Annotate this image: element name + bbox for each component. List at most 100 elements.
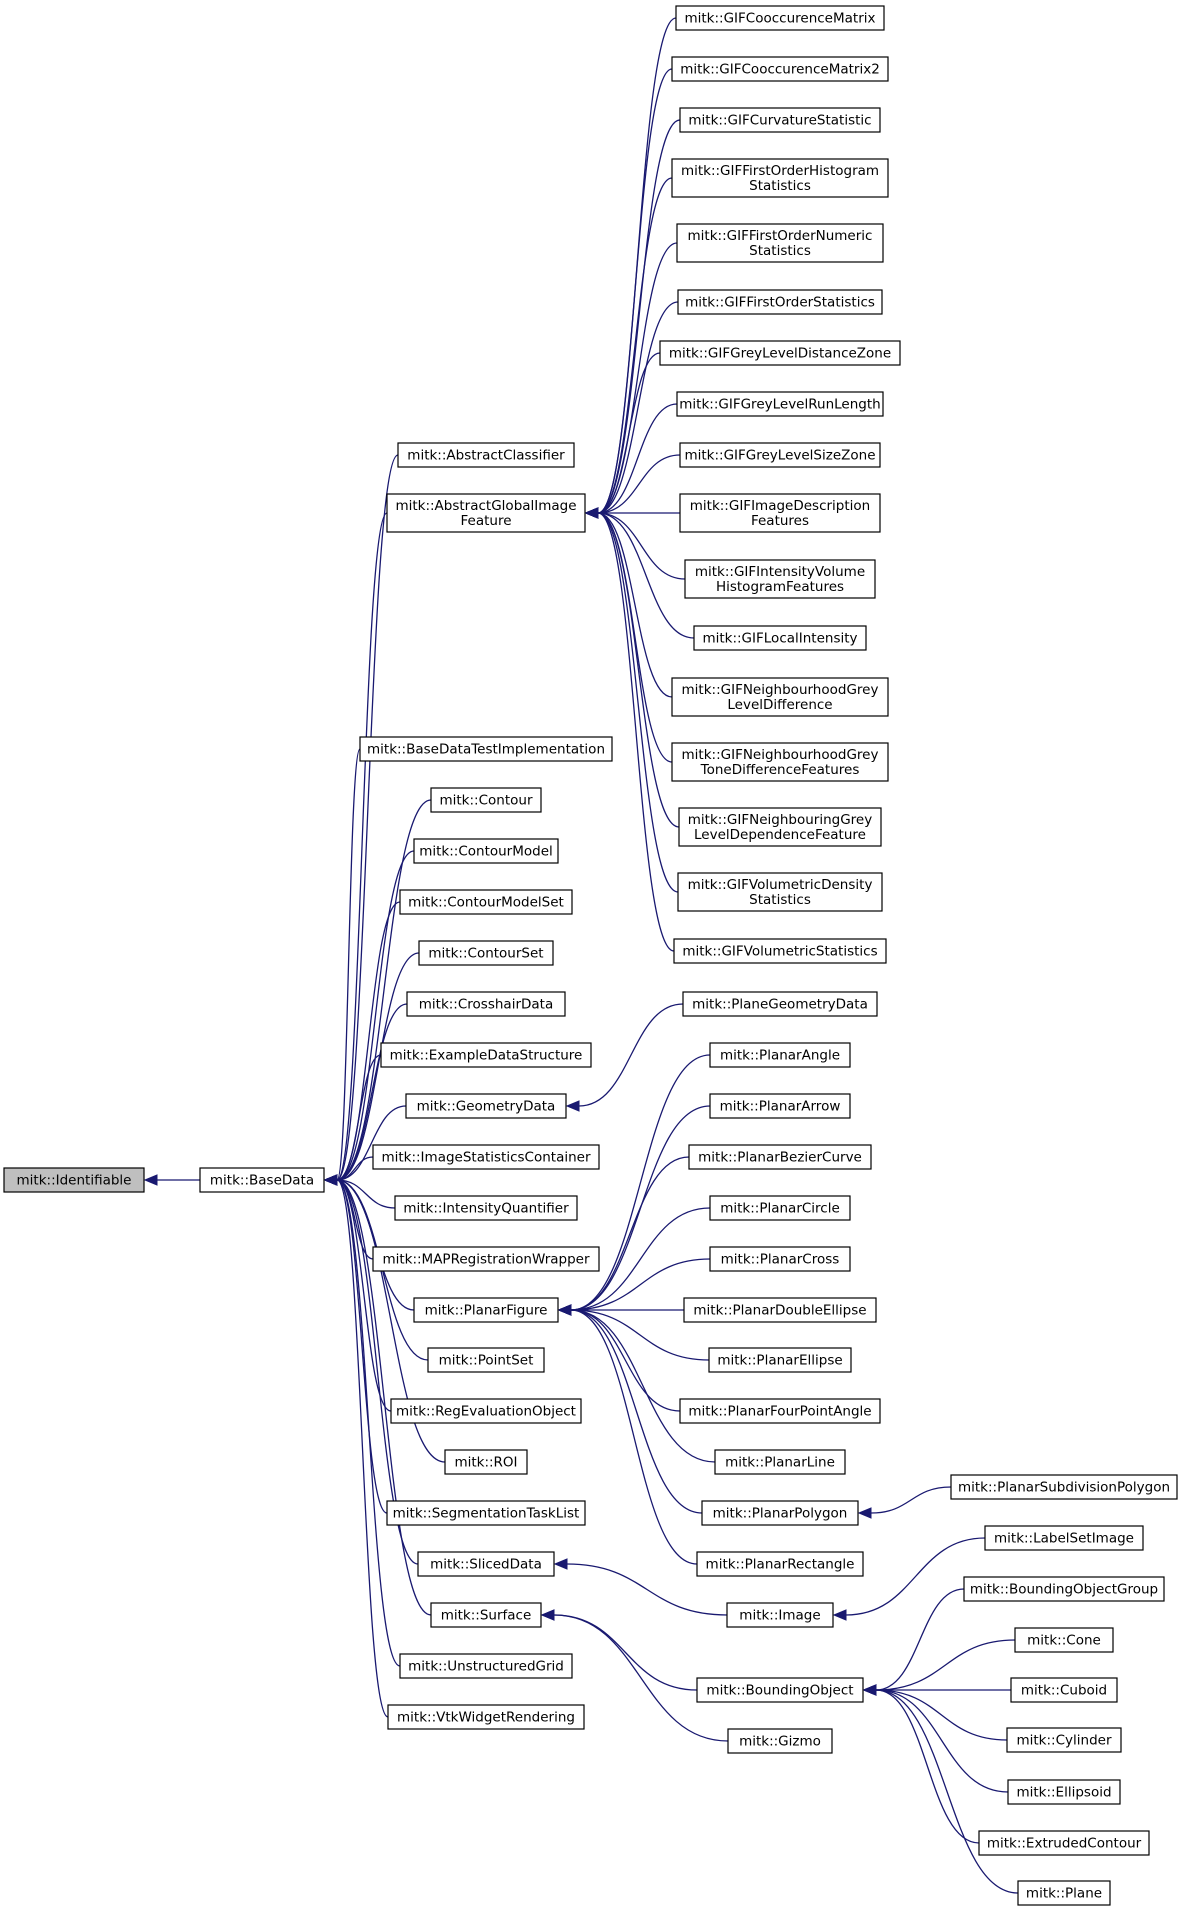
class-node-basedata[interactable]: mitk::BaseData xyxy=(199,1167,325,1193)
class-node-planegeometrydata[interactable]: mitk::PlaneGeometryData xyxy=(682,991,878,1017)
class-node-gifngldf[interactable]: mitk::GIFNeighbouringGreyLevelDependence… xyxy=(678,807,882,847)
class-node-gifngtd[interactable]: mitk::GIFNeighbourhoodGreyToneDifference… xyxy=(671,742,889,782)
class-name: mitk::CrosshairData xyxy=(419,997,553,1013)
class-box xyxy=(417,1551,555,1577)
edge-basedatatestimplementation-to-basedata xyxy=(336,748,361,1181)
class-node-planarbezier[interactable]: mitk::PlanarBezierCurve xyxy=(688,1144,872,1170)
class-node-image[interactable]: mitk::Image xyxy=(726,1602,834,1628)
class-box xyxy=(386,1500,586,1526)
class-node-imagestatisticscontainer[interactable]: mitk::ImageStatisticsContainer xyxy=(372,1144,600,1170)
edge-contourmodel-to-basedata xyxy=(336,850,415,1181)
class-node-unstructuredgrid[interactable]: mitk::UnstructuredGrid xyxy=(399,1653,573,1679)
class-node-gifvs[interactable]: mitk::GIFVolumetricStatistics xyxy=(673,938,887,964)
class-node-plane[interactable]: mitk::Plane xyxy=(1017,1880,1111,1906)
class-node-contourmodelset[interactable]: mitk::ContourModelSet xyxy=(399,889,573,915)
edge-ellipsoid-to-boundingobject xyxy=(875,1689,1009,1793)
class-box xyxy=(397,442,575,468)
class-node-basedatatestimplementation[interactable]: mitk::BaseDataTestImplementation xyxy=(359,736,613,762)
class-node-planarfourpointangle[interactable]: mitk::PlanarFourPointAngle xyxy=(679,1398,881,1424)
class-node-gifivh[interactable]: mitk::GIFIntensityVolumeHistogramFeature… xyxy=(684,559,876,599)
class-box xyxy=(1007,1779,1121,1805)
arrowhead-image xyxy=(832,1609,847,1621)
class-node-gifcooc2[interactable]: mitk::GIFCooccurenceMatrix2 xyxy=(671,56,889,82)
class-node-planarsubdivisionpolygon[interactable]: mitk::PlanarSubdivisionPolygon xyxy=(950,1474,1178,1500)
class-node-geometrydata[interactable]: mitk::GeometryData xyxy=(405,1093,567,1119)
class-node-gifgldz[interactable]: mitk::GIFGreyLevelDistanceZone xyxy=(659,340,901,366)
class-node-planarline[interactable]: mitk::PlanarLine xyxy=(714,1449,846,1475)
class-node-giflocal[interactable]: mitk::GIFLocalIntensity xyxy=(693,625,867,651)
class-node-cylinder[interactable]: mitk::Cylinder xyxy=(1006,1727,1122,1753)
class-node-planarpolygon[interactable]: mitk::PlanarPolygon xyxy=(701,1500,859,1526)
class-node-gifglsz[interactable]: mitk::GIFGreyLevelSizeZone xyxy=(679,442,881,468)
class-node-ellipsoid[interactable]: mitk::Ellipsoid xyxy=(1007,1779,1121,1805)
class-node-labelsetimage[interactable]: mitk::LabelSetImage xyxy=(984,1525,1144,1551)
class-node-gifglrl[interactable]: mitk::GIFGreyLevelRunLength xyxy=(676,391,884,417)
class-name: mitk::BoundingObjectGroup xyxy=(970,1582,1158,1598)
class-node-gifcurv[interactable]: mitk::GIFCurvatureStatistic xyxy=(679,107,881,133)
class-box xyxy=(675,5,885,31)
arrowhead-basedata xyxy=(323,1174,338,1186)
class-name: mitk::Surface xyxy=(441,1608,532,1624)
class-node-contour[interactable]: mitk::Contour xyxy=(430,787,542,813)
class-node-vtkwidgetrendering[interactable]: mitk::VtkWidgetRendering xyxy=(387,1704,585,1730)
class-node-planarcircle[interactable]: mitk::PlanarCircle xyxy=(709,1195,851,1221)
class-node-gifngld[interactable]: mitk::GIFNeighbourhoodGreyLevelDifferenc… xyxy=(671,677,889,717)
edge-gifgldz-to-abstractglobalimagefeature xyxy=(597,352,661,514)
class-node-sliceddata[interactable]: mitk::SlicedData xyxy=(417,1551,555,1577)
class-name: mitk::PlanarLine xyxy=(725,1455,835,1471)
edge-giffos-to-abstractglobalimagefeature xyxy=(597,301,679,514)
class-node-planarellipse[interactable]: mitk::PlanarEllipse xyxy=(708,1347,852,1373)
class-box xyxy=(677,872,883,912)
class-node-planarrectangle[interactable]: mitk::PlanarRectangle xyxy=(696,1551,864,1577)
class-node-abstractclassifier[interactable]: mitk::AbstractClassifier xyxy=(397,442,575,468)
edge-planarangle-to-planarfigure xyxy=(570,1054,711,1311)
edge-contour-to-basedata xyxy=(336,799,432,1181)
class-node-mapregistrationwrapper[interactable]: mitk::MAPRegistrationWrapper xyxy=(372,1246,600,1272)
class-node-giffos[interactable]: mitk::GIFFirstOrderStatistics xyxy=(677,289,883,315)
class-node-intensityquantifier[interactable]: mitk::IntensityQuantifier xyxy=(394,1195,578,1221)
class-box xyxy=(372,1144,600,1170)
class-box xyxy=(399,1653,573,1679)
class-node-surface[interactable]: mitk::Surface xyxy=(430,1602,542,1628)
edge-vtkwidgetrendering-to-basedata xyxy=(336,1179,389,1718)
class-node-planarangle[interactable]: mitk::PlanarAngle xyxy=(709,1042,851,1068)
class-node-pointset[interactable]: mitk::PointSet xyxy=(427,1347,545,1373)
class-node-extrudedcontour[interactable]: mitk::ExtrudedContour xyxy=(978,1830,1150,1856)
class-node-regevaluationobject[interactable]: mitk::RegEvaluationObject xyxy=(390,1398,582,1424)
class-node-crosshairdata[interactable]: mitk::CrosshairData xyxy=(406,991,566,1017)
class-node-identifiable[interactable]: mitk::Identifiable xyxy=(3,1167,145,1193)
class-node-boundingobjectgroup[interactable]: mitk::BoundingObjectGroup xyxy=(963,1576,1165,1602)
class-node-planararrow[interactable]: mitk::PlanarArrow xyxy=(709,1093,851,1119)
class-node-roi[interactable]: mitk::ROI xyxy=(444,1449,528,1475)
class-name: mitk::GIFFirstOrderStatistics xyxy=(685,295,875,311)
class-node-gifcooc[interactable]: mitk::GIFCooccurenceMatrix xyxy=(675,5,885,31)
class-box xyxy=(726,1602,834,1628)
class-node-contourmodel[interactable]: mitk::ContourModel xyxy=(413,838,559,864)
class-name: mitk::ImageStatisticsContainer xyxy=(381,1150,591,1166)
class-node-boundingobject[interactable]: mitk::BoundingObject xyxy=(696,1677,864,1703)
class-name: mitk::GIFCooccurenceMatrix2 xyxy=(680,62,880,78)
class-node-contourset[interactable]: mitk::ContourSet xyxy=(418,940,554,966)
class-node-cuboid[interactable]: mitk::Cuboid xyxy=(1010,1677,1118,1703)
class-name: mitk::GIFGreyLevelRunLength xyxy=(679,397,880,413)
class-node-segmentationtasklist[interactable]: mitk::SegmentationTaskList xyxy=(386,1500,586,1526)
class-name: mitk::Cylinder xyxy=(1016,1733,1111,1749)
class-box xyxy=(709,1246,851,1272)
class-node-planarcross[interactable]: mitk::PlanarCross xyxy=(709,1246,851,1272)
class-node-planarfigure[interactable]: mitk::PlanarFigure xyxy=(413,1297,559,1323)
class-name: mitk::AbstractClassifier xyxy=(407,448,565,464)
class-node-cone[interactable]: mitk::Cone xyxy=(1014,1627,1114,1653)
class-node-gizmo[interactable]: mitk::Gizmo xyxy=(727,1728,833,1754)
arrowhead-planarpolygon xyxy=(857,1507,872,1519)
class-name: mitk::VtkWidgetRendering xyxy=(397,1710,575,1726)
class-node-planardoubleellipse[interactable]: mitk::PlanarDoubleEllipse xyxy=(683,1297,877,1323)
class-box xyxy=(678,807,882,847)
class-box xyxy=(709,1042,851,1068)
class-node-exampledatastructure[interactable]: mitk::ExampleDataStructure xyxy=(380,1042,592,1068)
edge-regevaluationobject-to-basedata xyxy=(336,1179,392,1412)
